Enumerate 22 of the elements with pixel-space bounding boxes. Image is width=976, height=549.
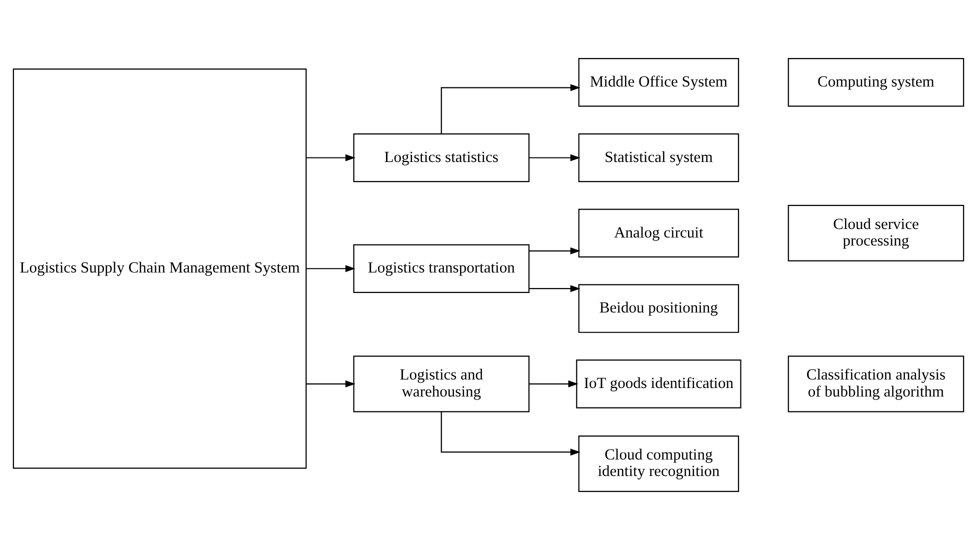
node-box: Middle Office System — [578, 57, 739, 106]
node-box: Logistics Supply Chain Management System — [12, 68, 306, 468]
arrow — [306, 380, 355, 387]
node-box: Statistical system — [578, 132, 739, 182]
node-box: Cloud computing identity recognition — [578, 434, 739, 492]
node-box: Computing system — [787, 57, 964, 106]
node-box: Logistics transportation — [352, 244, 530, 293]
arrow — [528, 154, 580, 161]
arrow — [440, 411, 580, 456]
node-box: Beidou positioning — [578, 284, 739, 332]
node-box: Logistics and warehousing — [352, 355, 530, 412]
arrow — [528, 246, 580, 254]
arrow — [440, 84, 580, 134]
arrow — [306, 154, 355, 161]
arrow — [528, 284, 580, 292]
node-box: Logistics statistics — [352, 132, 530, 182]
node-box: Analog circuit — [578, 208, 739, 258]
arrow — [306, 264, 355, 272]
node-box: IoT goods identification — [576, 359, 741, 408]
node-box: Cloud service processing — [787, 204, 964, 261]
node-box: Classification analysis of bubbling algorithm — [787, 355, 964, 412]
arrow — [528, 380, 578, 387]
